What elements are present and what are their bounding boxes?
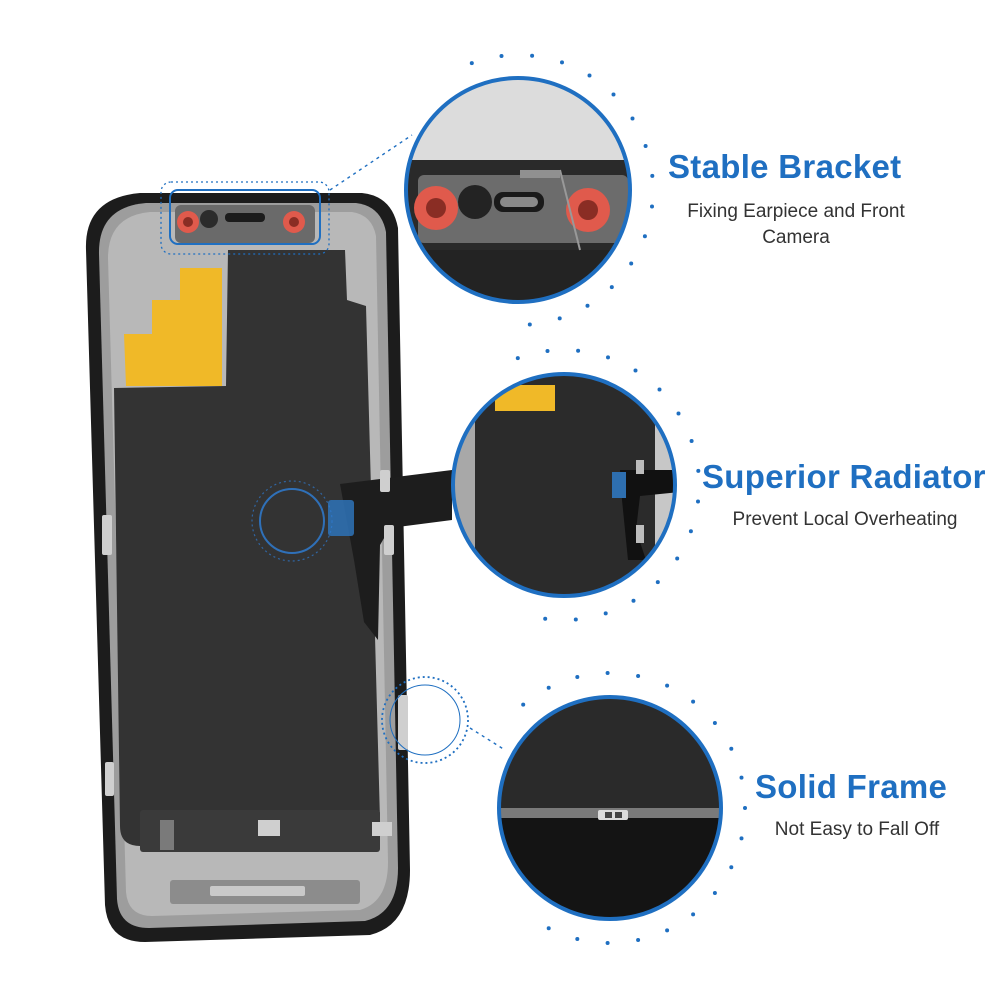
feature-desc-stable-bracket: Fixing Earpiece and Front Camera xyxy=(646,199,946,251)
decorative-dot xyxy=(530,53,535,58)
decorative-dot xyxy=(676,411,681,416)
decorative-dot-arcs xyxy=(469,53,747,945)
decorative-dot xyxy=(665,928,670,933)
decorative-dot xyxy=(712,891,717,895)
decorative-dot xyxy=(712,721,717,725)
decorative-dot xyxy=(688,529,693,534)
decorative-dot xyxy=(636,674,641,678)
feature-desc-line: Prevent Local Overheating xyxy=(732,509,958,530)
zoom-circle-frame xyxy=(497,695,723,921)
decorative-dot xyxy=(650,173,655,178)
decorative-dot xyxy=(606,355,610,360)
decorative-dot xyxy=(609,285,614,290)
feature-title-superior-radiator: Superior Radiator xyxy=(702,458,986,495)
decorative-dot xyxy=(633,368,638,373)
decorative-dot xyxy=(545,349,550,353)
decorative-dot xyxy=(469,61,474,66)
decorative-dot xyxy=(691,912,696,917)
decorative-dot xyxy=(576,348,581,353)
copper-tape xyxy=(124,268,222,386)
feature-desc-line: Camera xyxy=(762,227,830,248)
decorative-dot xyxy=(630,116,635,121)
decorative-dot xyxy=(573,617,578,622)
decorative-dot xyxy=(657,387,662,392)
decorative-dot xyxy=(527,322,532,327)
decorative-dot xyxy=(543,616,548,621)
frame-target-circle xyxy=(381,676,469,764)
decorative-dot xyxy=(642,234,647,239)
radiator-target-circle xyxy=(259,488,325,554)
feature-desc-line: Not Easy to Fall Off xyxy=(774,819,940,840)
decorative-dot xyxy=(729,865,734,870)
decorative-dot xyxy=(603,611,608,616)
decorative-dot xyxy=(696,468,701,473)
zoom-circle-bracket xyxy=(404,76,632,304)
zoom-circle-radiator xyxy=(451,372,677,598)
decorative-dot xyxy=(643,144,648,148)
decorative-dot xyxy=(743,806,747,810)
decorative-dot xyxy=(631,598,636,603)
decorative-dot xyxy=(636,938,641,942)
decorative-dot xyxy=(575,675,580,679)
feature-desc-superior-radiator: Prevent Local Overheating xyxy=(705,507,985,533)
decorative-dot xyxy=(739,836,744,841)
decorative-dot xyxy=(605,941,610,945)
decorative-dot xyxy=(575,937,580,941)
decorative-dot xyxy=(691,699,696,704)
phone-lcd-assembly xyxy=(85,181,469,942)
decorative-dot xyxy=(611,92,616,97)
feature-desc-line: Fixing Earpiece and Front xyxy=(687,201,905,222)
decorative-dot xyxy=(560,60,564,65)
decorative-dot xyxy=(655,580,660,585)
decorative-dot xyxy=(587,73,592,78)
decorative-dot xyxy=(739,775,744,780)
decorative-dot xyxy=(689,439,694,443)
decorative-dot xyxy=(546,926,551,931)
decorative-dot xyxy=(521,702,526,707)
decorative-dot xyxy=(585,303,590,308)
graphite-sheet xyxy=(114,250,380,846)
feature-title-solid-frame: Solid Frame xyxy=(755,768,948,805)
bracket-highlight-box xyxy=(169,189,321,245)
feature-desc-solid-frame: Not Easy to Fall Off xyxy=(732,817,982,843)
decorative-dot xyxy=(665,683,670,688)
decorative-dot xyxy=(557,316,562,321)
decorative-dot xyxy=(515,356,520,361)
decorative-dot xyxy=(629,261,634,266)
decorative-dot xyxy=(729,746,734,751)
decorative-dot xyxy=(650,204,654,209)
decorative-dot xyxy=(499,54,504,58)
decorative-dot xyxy=(605,671,610,675)
flex-cable xyxy=(340,470,452,640)
decorative-dot xyxy=(675,556,680,561)
feature-title-stable-bracket: Stable Bracket xyxy=(668,148,902,185)
decorative-dot xyxy=(546,685,551,690)
decorative-dot xyxy=(696,499,700,504)
